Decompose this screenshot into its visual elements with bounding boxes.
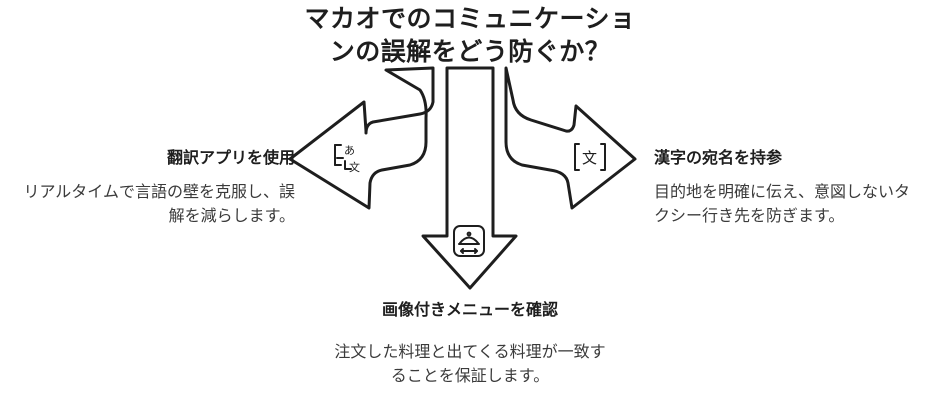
title-line-1: マカオでのコミュニケーショ (304, 4, 636, 33)
left-arrow (288, 66, 435, 210)
title-line-2: ンの誤解をどう防ぐか？ (329, 37, 611, 66)
text-card-icon: 文 (574, 143, 606, 171)
svg-text:あ: あ (344, 144, 355, 157)
right-arrow (504, 66, 637, 210)
cloche-icon (453, 225, 485, 257)
svg-text:文: 文 (349, 160, 360, 174)
center-description: 注文した料理と出てくる料理が一致することを保証します。 (334, 342, 606, 385)
center-arrow (421, 66, 518, 290)
translate-icon: あ 文 (334, 144, 360, 174)
left-heading: 翻訳アプリを使用 (166, 148, 295, 167)
center-heading: 画像付きメニューを確認 (381, 300, 558, 319)
right-heading: 漢字の宛名を持参 (654, 148, 783, 167)
diagram-title: マカオでのコミュニケーショ ンの誤解をどう防ぐか？ (220, 2, 720, 68)
left-description: リアルタイムで言語の壁を克服し、誤解を減らします。 (23, 182, 295, 225)
svg-text:文: 文 (582, 149, 597, 167)
right-description: 目的地を明確に伝え、意図しないタクシー行き先を防ぎます。 (654, 182, 911, 225)
